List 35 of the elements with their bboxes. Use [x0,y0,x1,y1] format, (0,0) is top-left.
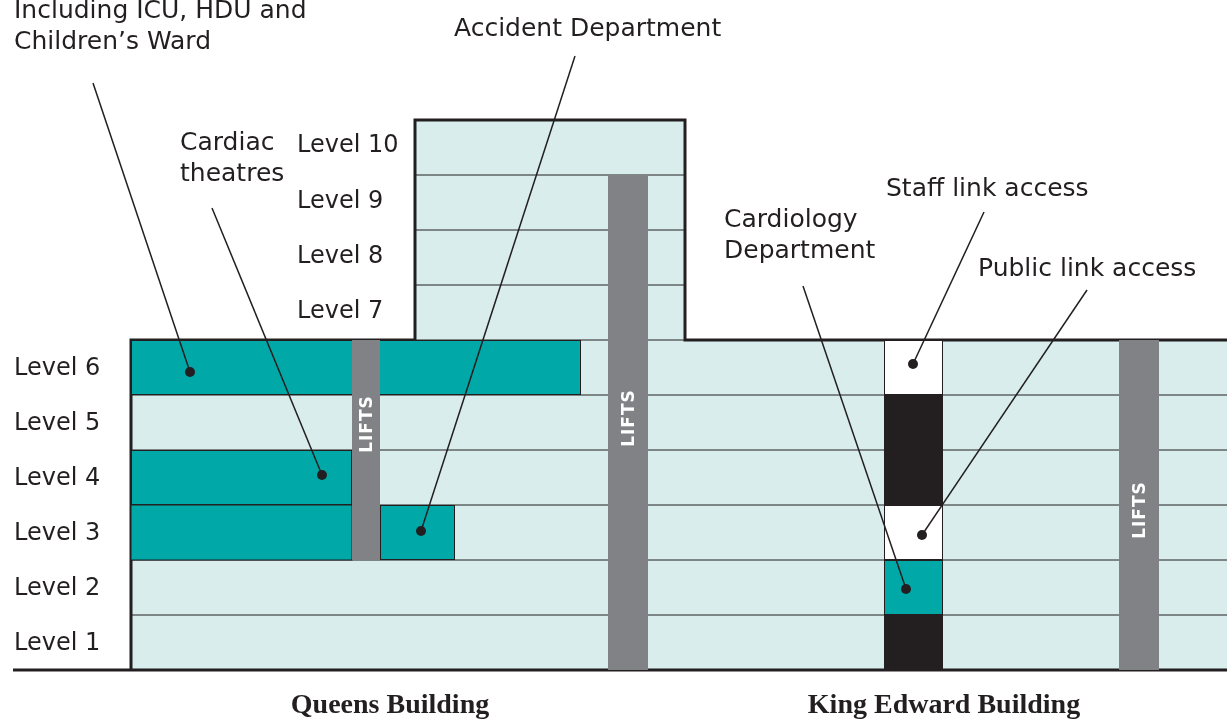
callout-text: Cardiology Department [724,203,899,265]
floor-area [380,505,455,560]
floor-area [131,450,352,505]
leader-line [416,55,576,536]
leader-line [802,285,911,594]
leader-line [908,211,985,369]
lift-label: LIFTS [618,389,638,447]
level-label: Level 10 [297,130,399,158]
level-label: Level 1 [14,628,101,656]
floor-area [884,560,943,615]
callout-text: Staff link access [886,172,1116,203]
building-name: King Edward Building [807,688,1081,720]
lift-label: LIFTS [356,395,376,453]
level-label: Level 6 [14,353,101,381]
level-label: Level 5 [14,408,101,436]
floor-area [884,340,943,395]
floor-area [131,340,581,395]
lift-shaft [608,175,648,670]
leader-line [917,289,1088,540]
leader-line [211,207,327,480]
level-label: Level 2 [14,573,101,601]
callout-text: Accident Department [454,12,754,43]
level-label: Level 4 [14,463,101,491]
lift-label: LIFTS [1129,481,1149,539]
callout-text: Cardiac theatres [180,126,290,188]
level-label: Level 7 [297,296,384,324]
building-name: Queens Building [290,688,490,720]
floor-area [884,505,943,560]
level-label: Level 9 [297,186,384,214]
lift-shaft [1119,340,1159,670]
level-label: Level 3 [14,518,101,546]
callout-text: Public link access [978,252,1227,283]
level-label: Level 8 [297,241,384,269]
leader-line [92,82,195,377]
lift-shaft [352,340,380,560]
